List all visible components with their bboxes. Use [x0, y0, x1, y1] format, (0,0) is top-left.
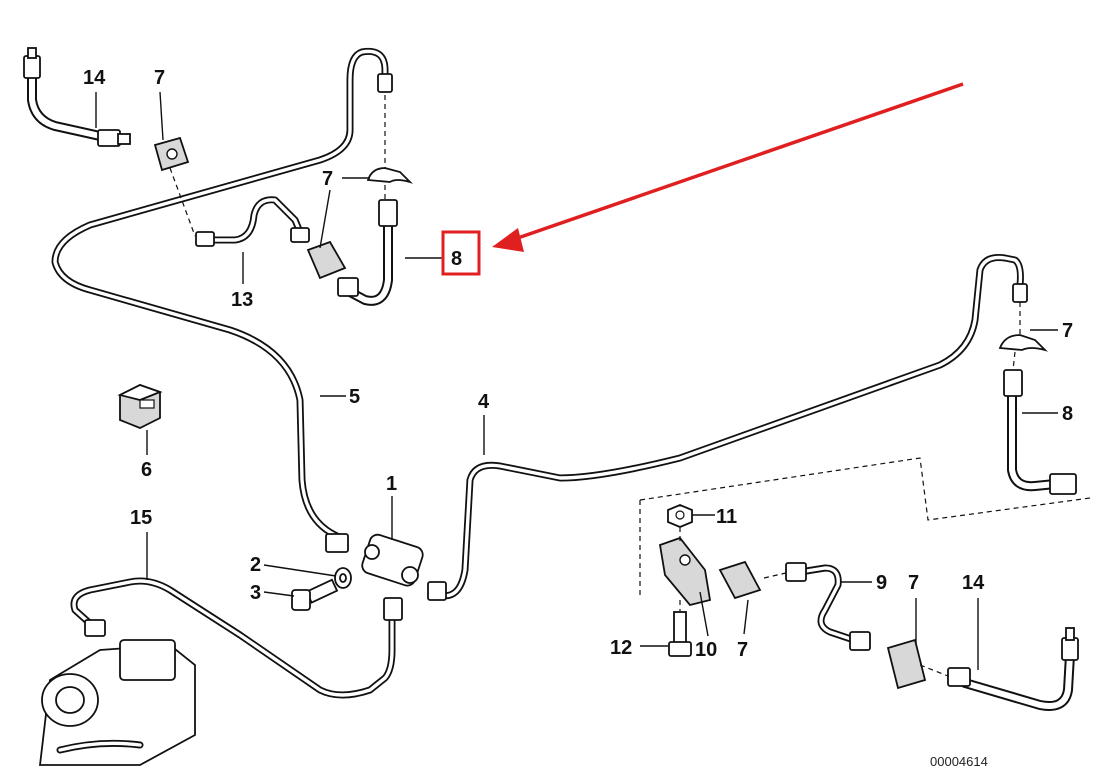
brake-line-4	[436, 254, 1024, 600]
brake-hose-14-bottom	[947, 627, 1079, 711]
bolt-12	[668, 611, 692, 657]
label-7-bracket: 7	[737, 639, 748, 661]
line-fittings	[84, 73, 1028, 651]
assembly-dashed-lines	[169, 95, 1091, 677]
highlight-box	[441, 230, 481, 276]
highlight-annotation	[441, 82, 964, 276]
leader-lines	[95, 91, 1058, 670]
brake-hose-14-top	[23, 47, 131, 147]
label-15: 15	[130, 507, 152, 529]
brake-line-5	[51, 47, 389, 544]
rubber-mount-6	[117, 384, 163, 429]
label-14-bottom: 14	[962, 572, 985, 594]
label-10: 10	[695, 639, 717, 661]
label-7-right-lower: 7	[908, 572, 919, 594]
brake-line-15	[70, 577, 396, 699]
abs-unit	[38, 639, 196, 766]
clips-7	[153, 136, 1049, 690]
label-14-top: 14	[83, 67, 106, 89]
label-3: 3	[250, 582, 261, 604]
nut-11	[667, 504, 693, 528]
brake-hose-8-left	[337, 199, 398, 306]
brake-line-13	[206, 196, 304, 244]
washer-2	[334, 567, 352, 589]
label-12: 12	[610, 637, 632, 659]
brake-hose-8-right	[1003, 369, 1077, 495]
bracket-10	[658, 536, 712, 607]
label-11: 11	[716, 506, 737, 528]
brake-line-9	[796, 564, 864, 646]
distribution-block-1	[361, 533, 424, 587]
label-9: 9	[876, 572, 887, 594]
diagram-reference-number: 00004614	[930, 754, 988, 769]
highlight-arrow-head	[492, 228, 524, 252]
label-1: 1	[386, 473, 397, 495]
label-8-right: 8	[1062, 403, 1073, 425]
part-labels: 14 7 7 13 8 5 6 4 1 15 2 3 7 8 11 9 7 14…	[83, 67, 1073, 769]
highlight-arrow-shaft	[511, 82, 964, 242]
label-7-right-top: 7	[1062, 320, 1073, 342]
bolt-3	[291, 578, 339, 611]
label-4: 4	[478, 391, 490, 413]
label-13: 13	[231, 289, 253, 311]
label-2: 2	[250, 554, 261, 576]
label-8-highlighted: 8	[451, 248, 462, 270]
label-7-top-center: 7	[322, 168, 333, 190]
label-7-top-left: 7	[154, 67, 165, 89]
label-5: 5	[349, 386, 360, 408]
label-6: 6	[141, 459, 152, 481]
